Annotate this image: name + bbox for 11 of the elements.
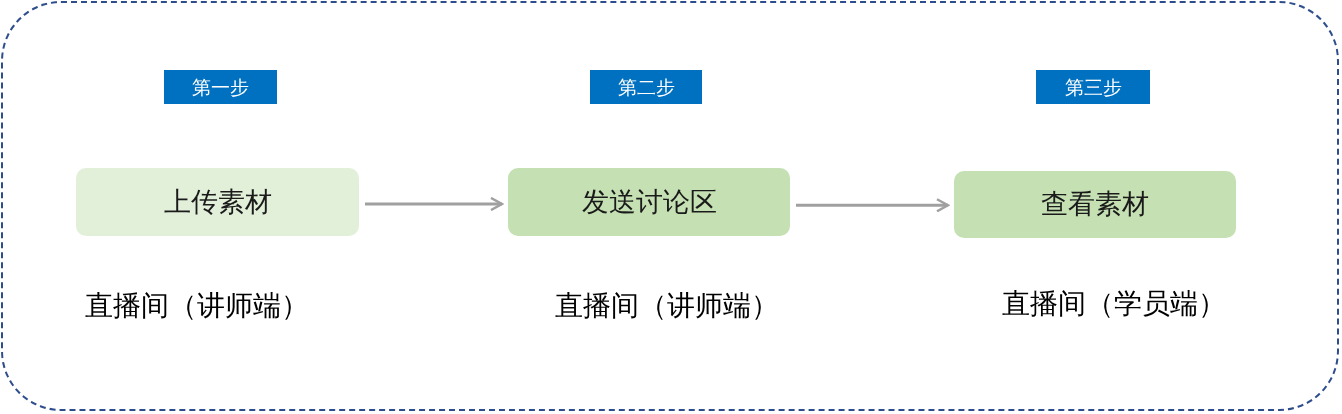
step-badge: 第一步 [164,70,277,104]
caption-text: 直播间（学员端） [1002,287,1226,321]
caption-text: 直播间（讲师端） [85,289,309,323]
arrow [365,196,504,212]
process-box: 查看素材 [954,171,1236,238]
arrow [796,198,950,213]
process-box: 发送讨论区 [508,168,790,236]
step-badge: 第二步 [590,70,702,104]
caption-text: 直播间（讲师端） [555,289,779,323]
process-box: 上传素材 [76,168,359,236]
step-badge: 第三步 [1036,70,1150,104]
